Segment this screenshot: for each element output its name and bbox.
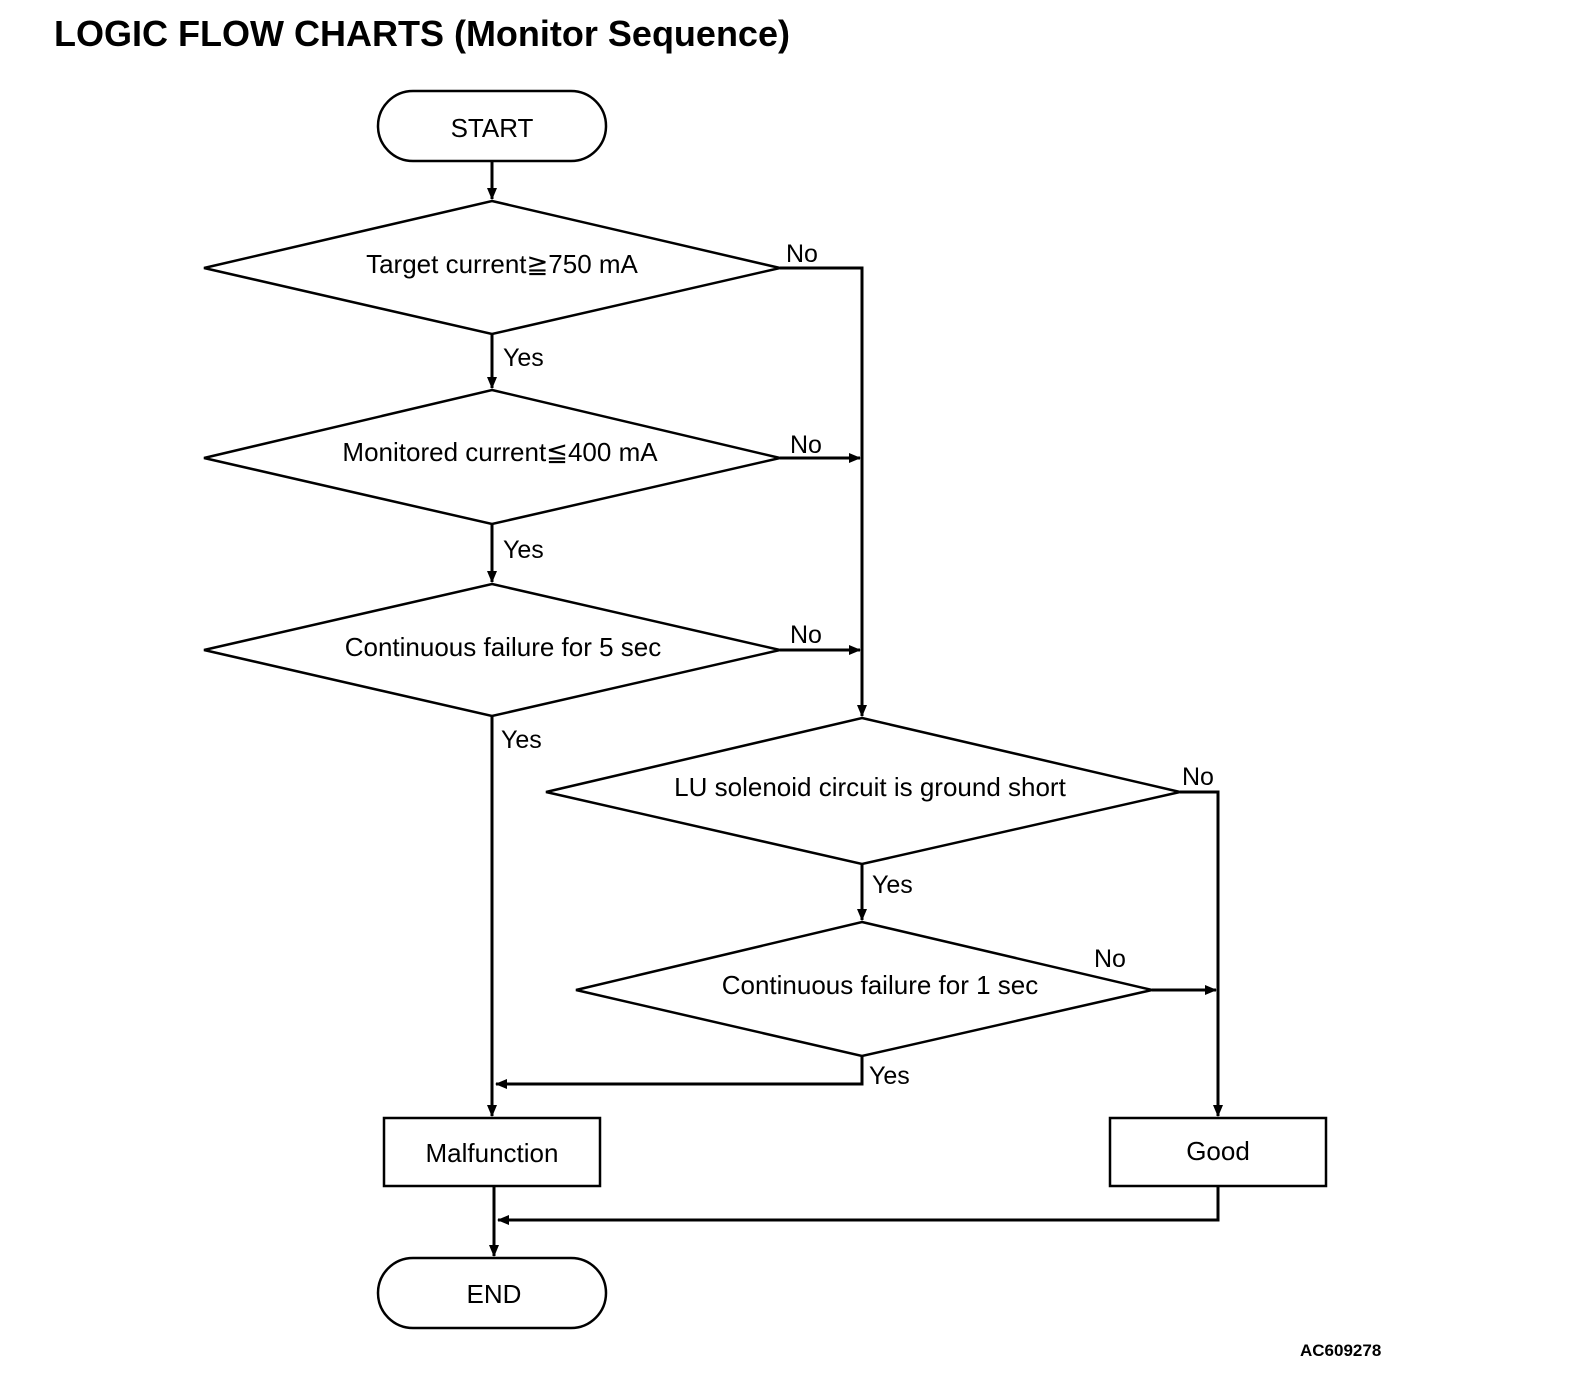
decision-monitored-current-label: Monitored current≦400 mA [342,437,658,467]
decision-failure-5-sec-label: Continuous failure for 5 sec [345,632,662,662]
edge-label-monitored-no: No [790,431,822,459]
connector-good-to-end [497,1186,1220,1225]
end-terminator: END [376,1256,608,1330]
end-label: END [467,1279,522,1309]
process-good-label: Good [1186,1136,1250,1166]
edge-label-lu-no: No [1182,763,1214,791]
decision-lu-solenoid-label: LU solenoid circuit is ground short [674,772,1066,802]
edge-label-target-yes: Yes [503,344,544,372]
decision-failure-5-sec: Continuous failure for 5 sec [203,582,781,718]
connector-failure1-yes [495,1056,864,1089]
decision-target-current: Target current≧750 mA [203,199,781,336]
connector-target-no [780,266,867,717]
edge-label-failure1-no: No [1094,945,1126,973]
decision-failure-1-sec: Continuous failure for 1 sec [575,920,1153,1058]
edge-label-failure5-no: No [790,621,822,649]
edge-label-failure1-yes: Yes [869,1062,910,1090]
start-label: START [451,113,534,143]
connector-lu-no [1180,790,1223,1117]
page-title: LOGIC FLOW CHARTS (Monitor Sequence) [54,13,790,54]
process-malfunction: Malfunction [382,1116,602,1188]
edge-label-lu-yes: Yes [872,871,913,899]
edge-label-target-no: No [786,240,818,268]
decision-lu-solenoid: LU solenoid circuit is ground short [545,716,1181,866]
process-malfunction-label: Malfunction [426,1138,559,1168]
decision-target-current-label: Target current≧750 mA [366,249,638,279]
edge-label-monitored-yes: Yes [503,536,544,564]
edge-label-failure5-yes: Yes [501,726,542,754]
reference-code: AC609278 [1300,1341,1381,1360]
decision-monitored-current: Monitored current≦400 mA [203,388,781,526]
process-good: Good [1108,1116,1328,1188]
decision-failure-1-sec-label: Continuous failure for 1 sec [722,970,1039,1000]
start-terminator: START [376,89,608,163]
